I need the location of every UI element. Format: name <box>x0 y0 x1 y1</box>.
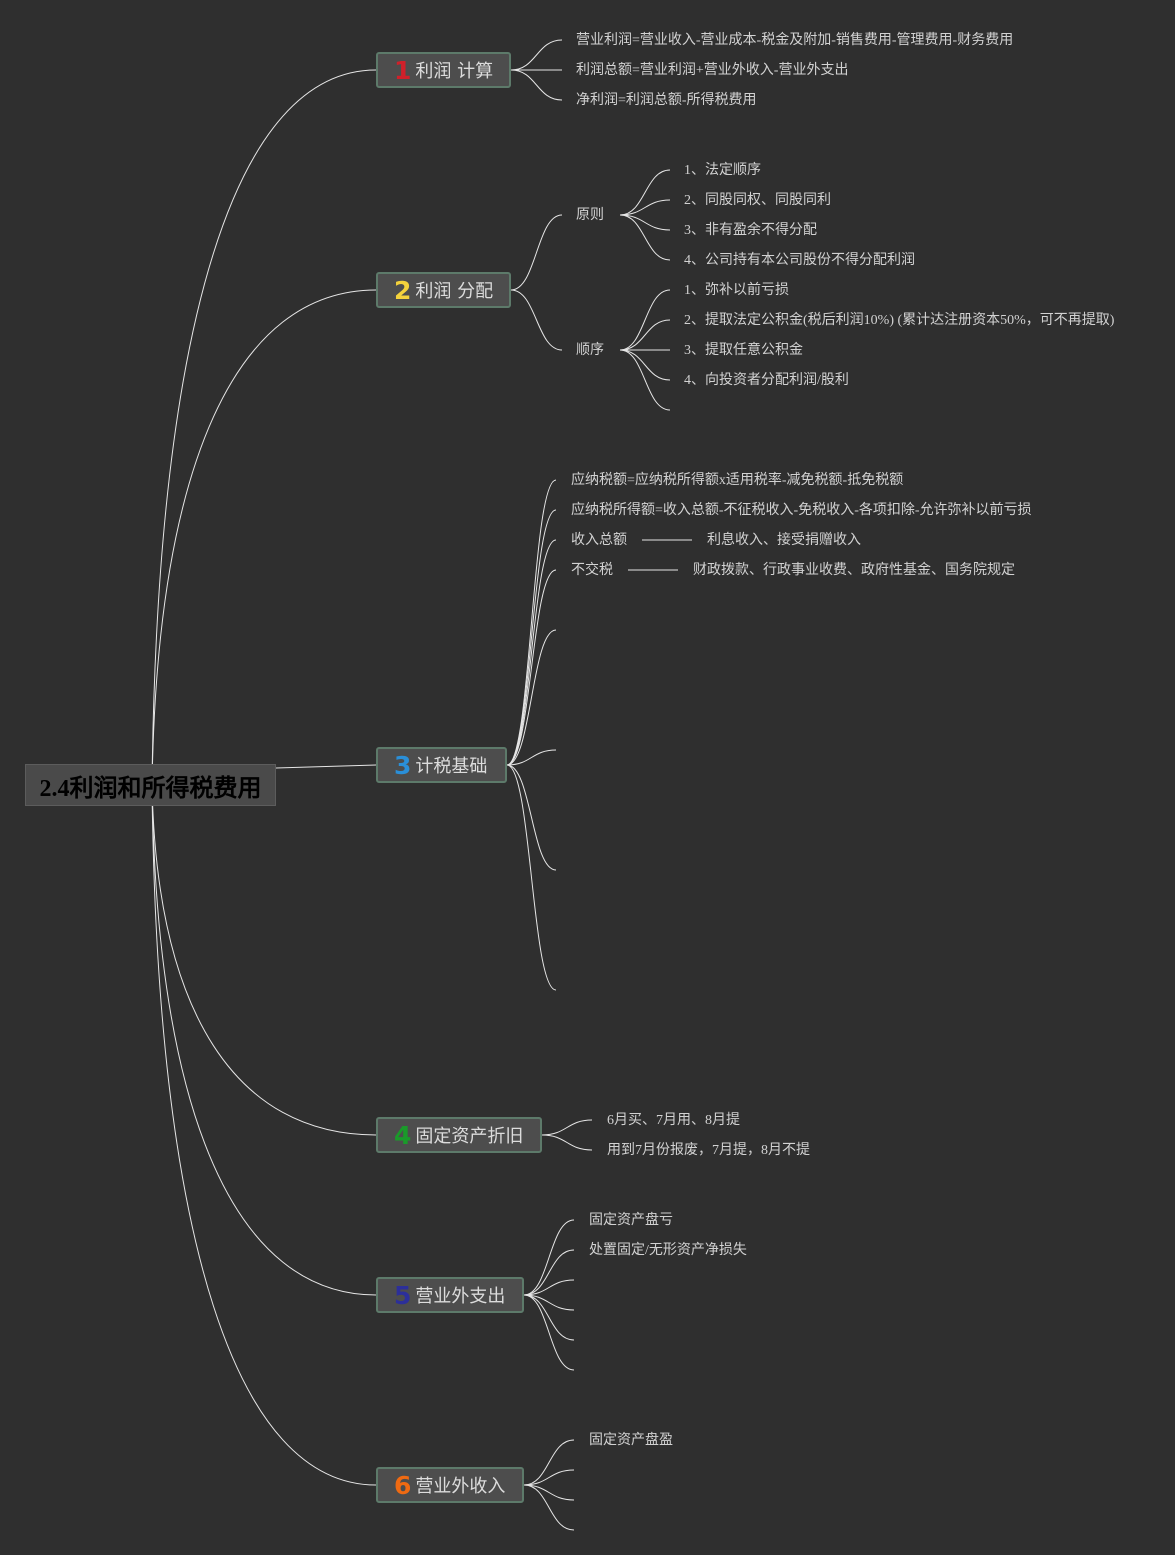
link-root-branch-5 <box>151 785 377 1296</box>
branch-fixed-asset-depreciation[interactable]: 4 固定资产折旧 <box>376 1117 542 1153</box>
leaf-principle-2[interactable]: 2、同股同权、同股同利 <box>684 193 831 208</box>
link-branch1-item-1 <box>510 39 563 71</box>
number-3-icon: 3 <box>394 750 412 780</box>
leaf-non-taxable-detail[interactable]: 财政拨款、行政事业收费、政府性基金、国务院规定 <box>693 563 1015 578</box>
link-principles-item-1 <box>619 169 671 216</box>
branch-label: 固定资产折旧 <box>415 1126 524 1147</box>
link-order-item-5 <box>619 349 671 411</box>
leaf-non-taxable[interactable]: 不交税 <box>571 563 613 578</box>
link-branch6-child-3 <box>523 1484 575 1501</box>
link-branch6-child-4 <box>523 1484 575 1531</box>
branch-label: 营业外收入 <box>415 1476 506 1497</box>
link-branch3-child-8 <box>506 764 557 991</box>
subtopic-principles[interactable]: 原则 <box>576 208 604 223</box>
link-branch3-child-1 <box>506 479 557 766</box>
leaf-operating-profit-formula[interactable]: 营业利润=营业收入-营业成本-税金及附加-销售费用-管理费用-财务费用 <box>576 33 1014 48</box>
leaf-fixed-asset-loss[interactable]: 固定资产盘亏 <box>589 1213 673 1228</box>
leaf-order-4[interactable]: 4、向投资者分配利润/股利 <box>684 373 849 388</box>
leaf-fixed-asset-surplus[interactable]: 固定资产盘盈 <box>589 1433 673 1448</box>
number-1-icon: 1 <box>394 55 412 85</box>
link-root-branch-4 <box>151 785 377 1136</box>
link-root-branch-2 <box>151 289 377 787</box>
link-branch5-child-5 <box>523 1294 575 1341</box>
link-branch2-principles <box>510 214 563 291</box>
link-branch3-child-2 <box>506 509 557 766</box>
link-branch2-order <box>510 289 563 351</box>
leaf-order-2[interactable]: 2、提取法定公积金(税后利润10%) (累计达注册资本50%，可不再提取) <box>684 313 1115 328</box>
leaf-total-income[interactable]: 收入总额 <box>571 533 627 548</box>
branch-non-operating-expense[interactable]: 5 营业外支出 <box>376 1277 524 1313</box>
subtopic-order[interactable]: 顺序 <box>576 343 604 358</box>
branch-profit-calculation[interactable]: 1 利润 计算 <box>376 52 511 88</box>
link-branch6-child-1 <box>523 1439 575 1486</box>
leaf-total-profit-formula[interactable]: 利润总额=营业利润+营业外收入-营业外支出 <box>576 63 849 78</box>
branch-profit-distribution[interactable]: 2 利润 分配 <box>376 272 511 308</box>
link-branch3-child-5 <box>506 629 557 766</box>
leaf-disposal-net-loss[interactable]: 处置固定/无形资产净损失 <box>589 1243 747 1258</box>
link-branch5-child-3 <box>523 1279 575 1296</box>
leaf-tax-payable-formula[interactable]: 应纳税额=应纳税所得额x适用税率-减免税额-抵免税额 <box>571 473 904 488</box>
leaf-depreciation-rule-1[interactable]: 6月买、7月用、8月提 <box>607 1113 740 1128</box>
link-root-branch-6 <box>151 785 377 1486</box>
leaf-principle-4[interactable]: 4、公司持有本公司股份不得分配利润 <box>684 253 915 268</box>
branch-tax-basis[interactable]: 3 计税基础 <box>376 747 507 783</box>
branch-label: 利润 分配 <box>415 281 494 302</box>
number-6-icon: 6 <box>394 1470 412 1500</box>
number-5-icon: 5 <box>394 1280 412 1310</box>
link-branch4-item-1 <box>541 1119 593 1136</box>
link-order-item-1 <box>619 289 671 351</box>
link-branch1-item-3 <box>510 69 563 101</box>
branch-label: 计税基础 <box>415 756 488 777</box>
link-root-branch-3 <box>275 764 377 769</box>
leaf-principle-1[interactable]: 1、法定顺序 <box>684 163 761 178</box>
leaf-taxable-income-formula[interactable]: 应纳税所得额=收入总额-不征税收入-免税收入-各项扣除-允许弥补以前亏损 <box>571 503 1032 518</box>
link-branch5-child-2 <box>523 1249 575 1296</box>
link-branch4-item-2 <box>541 1134 593 1151</box>
link-principles-item-3 <box>619 214 671 231</box>
link-principles-item-2 <box>619 199 671 216</box>
leaf-principle-3[interactable]: 3、非有盈余不得分配 <box>684 223 817 238</box>
leaf-order-1[interactable]: 1、弥补以前亏损 <box>684 283 789 298</box>
link-branch3-child-6 <box>506 749 557 766</box>
root-topic[interactable]: 2.4利润和所得税费用 <box>25 764 276 806</box>
link-branch5-child-1 <box>523 1219 575 1296</box>
leaf-total-income-detail[interactable]: 利息收入、接受捐赠收入 <box>707 533 861 548</box>
link-branch3-child-7 <box>506 764 557 871</box>
link-branch5-child-6 <box>523 1294 575 1371</box>
link-order-item-2 <box>619 319 671 351</box>
number-2-icon: 2 <box>394 275 412 305</box>
leaf-net-profit-formula[interactable]: 净利润=利润总额-所得税费用 <box>576 93 757 108</box>
link-branch3-child-3 <box>506 539 557 766</box>
link-principles-item-4 <box>619 214 671 261</box>
link-branch5-child-4 <box>523 1294 575 1311</box>
link-root-branch-1 <box>151 69 377 787</box>
leaf-depreciation-rule-2[interactable]: 用到7月份报废，7月提，8月不提 <box>607 1143 810 1158</box>
branch-label: 营业外支出 <box>415 1286 506 1307</box>
link-branch3-child-4 <box>506 569 557 766</box>
link-branch6-child-2 <box>523 1469 575 1486</box>
branch-label: 利润 计算 <box>415 61 494 82</box>
number-4-icon: 4 <box>394 1120 412 1150</box>
branch-non-operating-income[interactable]: 6 营业外收入 <box>376 1467 524 1503</box>
leaf-order-3[interactable]: 3、提取任意公积金 <box>684 343 803 358</box>
link-order-item-4 <box>619 349 671 381</box>
